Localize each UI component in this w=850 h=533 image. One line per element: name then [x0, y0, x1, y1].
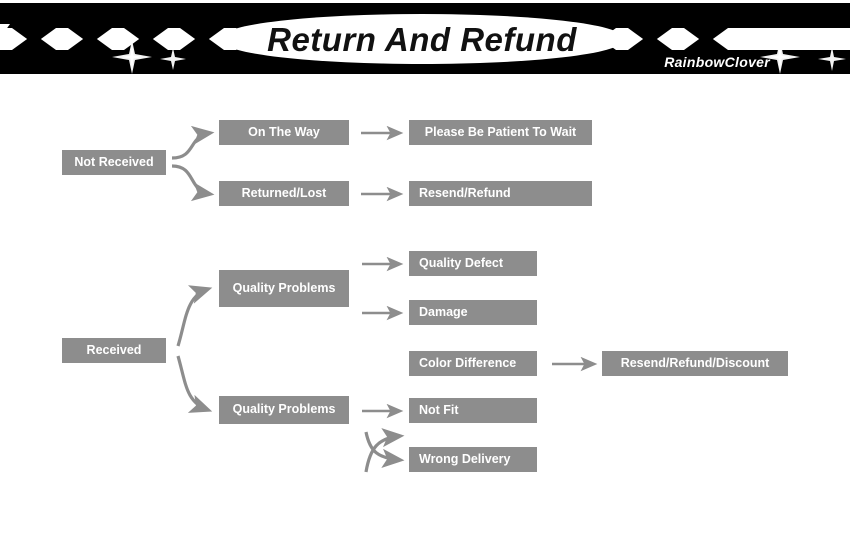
arrow-not-received-to-on-the-way — [171, 125, 215, 160]
triangle-up-icon — [180, 34, 224, 50]
triangle-up-icon — [124, 34, 168, 50]
arrow-received-to-quality-problems-1 — [176, 285, 213, 347]
node-on-the-way[interactable]: On The Way — [219, 120, 349, 145]
triangle-up-icon — [628, 34, 672, 50]
flowchart: Not Received On The Way Returned/Lost Pl… — [0, 80, 850, 533]
page-title: Return And Refund — [267, 21, 577, 58]
arrow-to-wrong-delivery — [364, 431, 405, 468]
node-please-be-patient[interactable]: Please Be Patient To Wait — [409, 120, 592, 145]
node-quality-defect[interactable]: Quality Defect — [409, 251, 537, 276]
node-returned-lost[interactable]: Returned/Lost — [219, 181, 349, 206]
arrow-to-color-difference — [364, 428, 405, 473]
title-plate — [222, 14, 622, 64]
triangle-up-icon — [684, 34, 728, 50]
brand-label: RainbowClover — [664, 54, 770, 70]
node-not-fit[interactable]: Not Fit — [409, 398, 537, 423]
node-resend-refund[interactable]: Resend/Refund — [409, 181, 592, 206]
node-quality-problems-2[interactable]: Quality Problems — [219, 396, 349, 424]
node-received[interactable]: Received — [62, 338, 166, 363]
header-banner: Return And Refund RainbowClover — [0, 0, 850, 80]
triangle-up-icon — [12, 34, 56, 50]
node-color-difference[interactable]: Color Difference — [409, 351, 537, 376]
triangle-up-icon — [68, 34, 112, 50]
arrow-not-received-to-returned-lost — [171, 164, 215, 202]
node-resend-refund-discount[interactable]: Resend/Refund/Discount — [602, 351, 788, 376]
node-wrong-delivery[interactable]: Wrong Delivery — [409, 447, 537, 472]
node-not-received[interactable]: Not Received — [62, 150, 166, 175]
node-damage[interactable]: Damage — [409, 300, 537, 325]
node-quality-problems-1[interactable]: Quality Problems — [219, 270, 349, 307]
arrow-received-to-quality-problems-2 — [176, 355, 213, 413]
